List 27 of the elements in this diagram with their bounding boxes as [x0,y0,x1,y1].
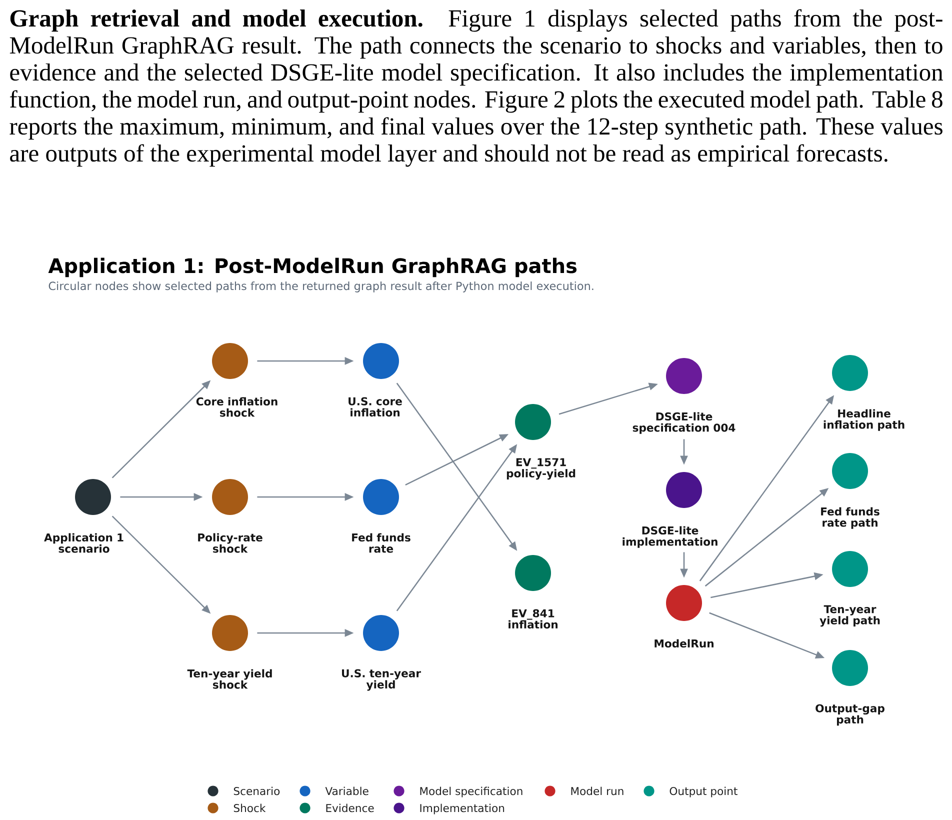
node-label: Headline inflation path [824,409,904,431]
node-label: DSGE-lite specification 004 [632,412,736,434]
legend-label: Implementation [420,804,504,814]
legend-label: Evidence [326,804,374,812]
legend-label: Model specification [420,786,522,798]
node-label: Output-gap path [816,704,884,726]
node-label: EV_841 inflation [508,609,558,629]
node-label: Fed funds rate [352,533,410,553]
legend-label: Variable [325,786,368,796]
node-label: Fed funds rate path [821,507,880,529]
node-label: Application 1 scenario [44,533,124,553]
node-label: ModelRun [654,639,714,648]
legend-label: Output point [670,786,738,798]
node-label: DSGE-lite implementation [622,526,718,548]
legend-label: Scenario [234,786,280,796]
node-label: Ten-year yield shock [187,669,272,689]
figure-title: Application 1: Post-ModelRun GraphRAG paths [48,258,577,278]
node-label: Policy-rate shock [198,533,262,553]
legend-label: Shock [234,804,266,812]
node-label: U.S. core inflation [348,397,402,417]
body-paragraph: Graph retrieval and model execution. Figure 1 displays selected paths from the post-ModelRun GraphRAG result. The path connects the scenario to shocks and variables, then to evidence and the selected DSGE-lite model specification. It also includes the implementation function, the model run, and output-point nodes. Figure 2 plots the executed model path. Table 8 reports the maximum, minimum, and final values over the 12-step synthetic path. These values are outputs of the experimental model layer and should not be read as empirical forecasts. [10,9,943,167]
figure-subtitle: Circular nodes show selected paths from the returned graph result after Python model execution. [48,282,594,292]
node-label: EV_1571 policy-yield [506,458,576,480]
node-label: U.S. ten-year yield [342,669,421,691]
node-label: Ten-year yield path [820,605,880,627]
legend-label: Model run [571,786,624,796]
node-label: Core inflation shock [196,397,278,417]
